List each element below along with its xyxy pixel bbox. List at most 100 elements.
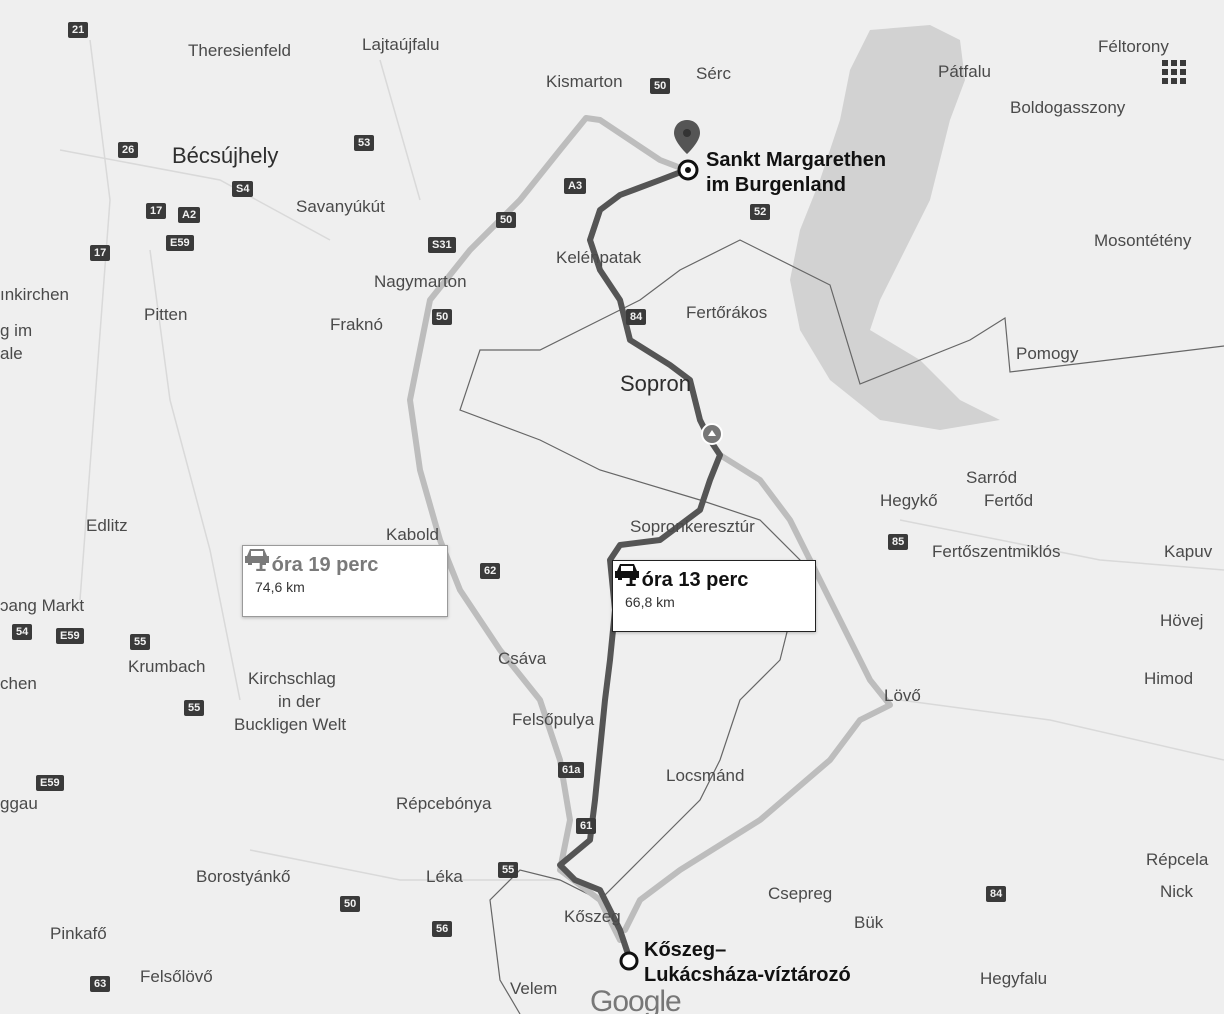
road-shield: 55 [130,634,151,651]
place-label-csava: Csáva [498,649,547,668]
place-label-ggau: ggau [0,794,38,813]
place-label-chen: chen [0,674,37,693]
place-label-fertoszentmiklos: Fertőszentmiklós [932,542,1061,561]
road-shield: 54 [12,624,33,641]
road-shield: 52 [750,204,771,221]
route-distance-primary: 66,8 km [625,594,675,610]
road-shield: 84 [986,886,1007,903]
place-label-lovo: Lövő [884,686,921,705]
route-time-primary: 1 óra 13 perc [625,569,749,591]
route-primary-line[interactable] [557,167,723,963]
place-label-repcebonya: Répcebónya [396,794,492,813]
place-label-theresienfeld: Theresienfeld [188,41,292,60]
destination-line2: Lukácsháza-víztározó [644,964,851,986]
place-label-krumbach: Krumbach [128,657,206,676]
road-shield: 50 [432,309,453,326]
place-label-pinkafo: Pinkafő [50,924,107,943]
road-shield: 50 [496,212,517,229]
place-label-nick: Nick [1160,882,1194,901]
place-label-borostyanko: Borostyánkő [196,867,291,886]
place-label-pang-markt: ɔang Markt [0,596,85,615]
place-label-kapuv: Kapuv [1164,542,1213,561]
place-label-kelenpatak: Kelénpatak [556,248,642,267]
destination-line1: Kőszeg– [644,939,727,961]
road-shield: 55 [498,862,519,879]
place-label-edlitz: Edlitz [86,516,128,535]
place-label-velem: Velem [510,979,558,998]
place-label-pitten: Pitten [144,305,188,324]
place-label-sopronkeresztur: Sopronkeresztúr [630,517,755,536]
road-shield: 53 [354,135,375,152]
road-shield: E59 [56,628,84,645]
place-label-koszeg: Kőszeg [564,907,621,926]
road-shield: 56 [432,921,453,938]
place-label-nagymarton: Nagymarton [374,272,467,291]
route-time-alt: 1 óra 19 perc [255,554,379,576]
road-shield: 63 [90,976,111,993]
road-shield: 50 [340,896,361,913]
place-label-felsolovo: Felsőlövő [140,967,213,986]
place-label-fertod: Fertőd [984,491,1034,510]
map-pin-icon[interactable] [672,118,702,164]
minor-roads [59,39,1224,881]
road-shield: 84 [626,309,647,326]
place-label-sarrod: Sarród [966,468,1018,487]
place-label-hegyko: Hegykő [880,491,938,510]
place-label-kismarton: Kismarton [546,72,623,91]
road-shield: S4 [232,181,254,198]
place-label-sopron: Sopron [620,371,691,396]
car-icon [245,549,269,565]
road-shield: 85 [888,534,909,551]
place-label-serc: Sérc [696,64,731,83]
origin-marker-icon[interactable] [676,158,700,182]
place-label-gim: g im [0,321,33,340]
road-shield: 62 [480,563,501,580]
road-shield: 26 [118,142,139,159]
place-label-becsujhely: Bécsújhely [172,143,279,168]
road-shield: 17 [90,245,111,262]
destination-label: Kőszeg– Lukácsháza-víztározó [644,938,851,988]
road-shield: 61 [576,818,597,835]
origin-line1: Sankt Margarethen [706,149,887,171]
road-shield: 61a [558,762,585,779]
place-label-hegyfalu: Hegyfalu [980,969,1048,988]
origin-line2: im Burgenland [706,174,847,196]
car-icon [615,564,639,580]
place-label-frakno: Fraknó [330,315,383,334]
place-label-leka: Léka [426,867,463,886]
road-shield: S31 [428,237,456,254]
place-label-mosontetény: Mosontétény [1094,231,1192,250]
road-shield: 50 [650,78,671,95]
place-label-buk: Bük [854,913,884,932]
origin-label: Sankt Margarethen im Burgenland [706,148,886,198]
place-label-kirchschlag: Kirchschlag [248,669,336,688]
road-shield: 55 [184,700,205,717]
route-alt-line[interactable] [407,115,893,943]
attraction-icon[interactable] [700,422,724,446]
place-label-lajtaujfalu: Lajtaújfalu [362,35,440,54]
destination-marker-icon[interactable] [618,950,640,972]
place-label-hovej: Hövej [1160,611,1204,630]
place-label-ale: ale [0,344,23,363]
place-label-buckligen-welt: Buckligen Welt [234,715,347,734]
place-label-locsmand: Locsmánd [666,766,745,785]
road-shield: A3 [564,178,587,195]
place-label-csepreg: Csepreg [768,884,833,903]
route-distance-alt: 74,6 km [255,579,305,595]
road-shield: E59 [166,235,194,252]
road-shield: 21 [68,22,89,39]
route-card-primary[interactable]: 1 óra 13 perc 66,8 km [612,560,816,632]
google-logo: Google [590,985,682,1014]
place-label-felsopulya: Felsőpulya [512,710,595,729]
place-label-pomogy: Pomogy [1016,344,1079,363]
route-card-alt[interactable]: 1 óra 19 perc 74,6 km [242,545,448,617]
place-label-himod: Himod [1144,669,1194,688]
grid-icon [1162,60,1186,84]
place-label-repcela: Répcela [1146,850,1209,869]
place-label-kabold: Kabold [386,525,439,544]
place-label-fertorakos: Fertőrákos [686,303,768,322]
place-label-savanyukut: Savanyúkút [296,197,385,216]
lake-ferto [790,25,1000,430]
